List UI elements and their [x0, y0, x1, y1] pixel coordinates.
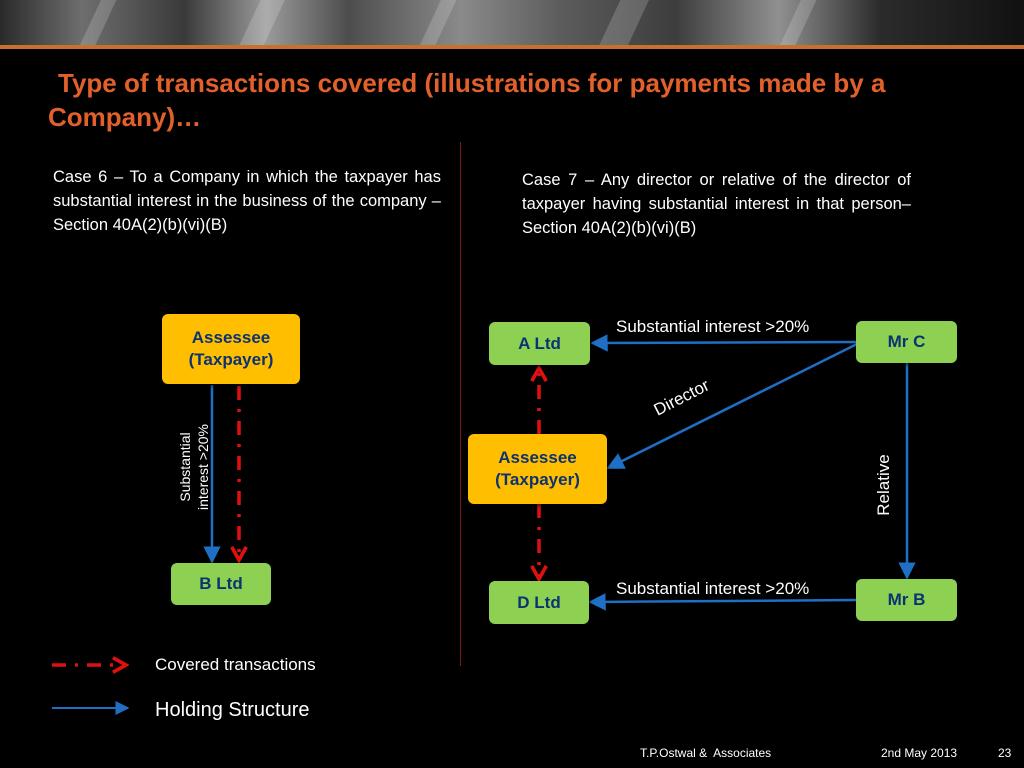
case6-edge-label-line1: Substantial [177, 432, 193, 502]
case7-dltd-node: D Ltd [489, 581, 589, 624]
case6-bltd-label: B Ltd [199, 574, 243, 593]
case7-arrow-mrb-dltd [588, 593, 858, 611]
case7-description: Case 7 – Any director or relative of the… [522, 171, 911, 237]
column-divider [460, 142, 461, 666]
slide-title-line1: Type of transactions covered (illustrati… [58, 68, 886, 98]
case7-mrb-label: Mr B [887, 590, 926, 609]
case7-relative-label: Relative [874, 454, 893, 516]
footer-date: 2nd May 2013 [881, 746, 958, 760]
header-banner-image [0, 0, 1024, 45]
case7-top-edge-label: Substantial interest >20% [616, 317, 810, 336]
case7-mrc-node: Mr C [856, 321, 957, 363]
case7-assessee-node: Assessee (Taxpayer) [468, 434, 607, 504]
header-accent-line [0, 45, 1024, 49]
case6-edge-label: Substantial interest >20% [176, 397, 216, 537]
case6-bltd-node: B Ltd [171, 563, 271, 605]
case7-mrc-label: Mr C [887, 332, 926, 351]
legend-covered-label: Covered transactions [155, 655, 316, 674]
legend-holding-label: Holding Structure [155, 699, 310, 721]
footer-page-number: 23 [998, 746, 1012, 760]
case6-assessee-line2: (Taxpayer) [188, 350, 274, 369]
case7-arrow-mrc-altd [590, 334, 858, 352]
case7-altd-label: A Ltd [518, 333, 561, 353]
slide-title: Type of transactions covered (illustrati… [48, 66, 988, 134]
case7-assessee-line1: Assessee [498, 448, 577, 467]
case6-edge-label-line2: interest >20% [195, 424, 211, 510]
case7-altd-node: A Ltd [489, 322, 590, 365]
case7-dltd-label: D Ltd [517, 592, 561, 612]
case6-description: Case 6 – To a Company in which the taxpa… [53, 168, 441, 234]
slide-title-line2: Company)… [48, 102, 202, 132]
case7-assessee-line2: (Taxpayer) [495, 470, 580, 489]
footer-firm: T.P.Ostwal & Associates [640, 746, 772, 760]
case7-bottom-edge-label: Substantial interest >20% [616, 579, 810, 598]
case7-mrb-node: Mr B [856, 579, 957, 621]
case6-assessee-node: Assessee (Taxpayer) [162, 314, 300, 384]
case6-assessee-line1: Assessee [191, 328, 271, 347]
case7-arrow-director [606, 342, 858, 470]
